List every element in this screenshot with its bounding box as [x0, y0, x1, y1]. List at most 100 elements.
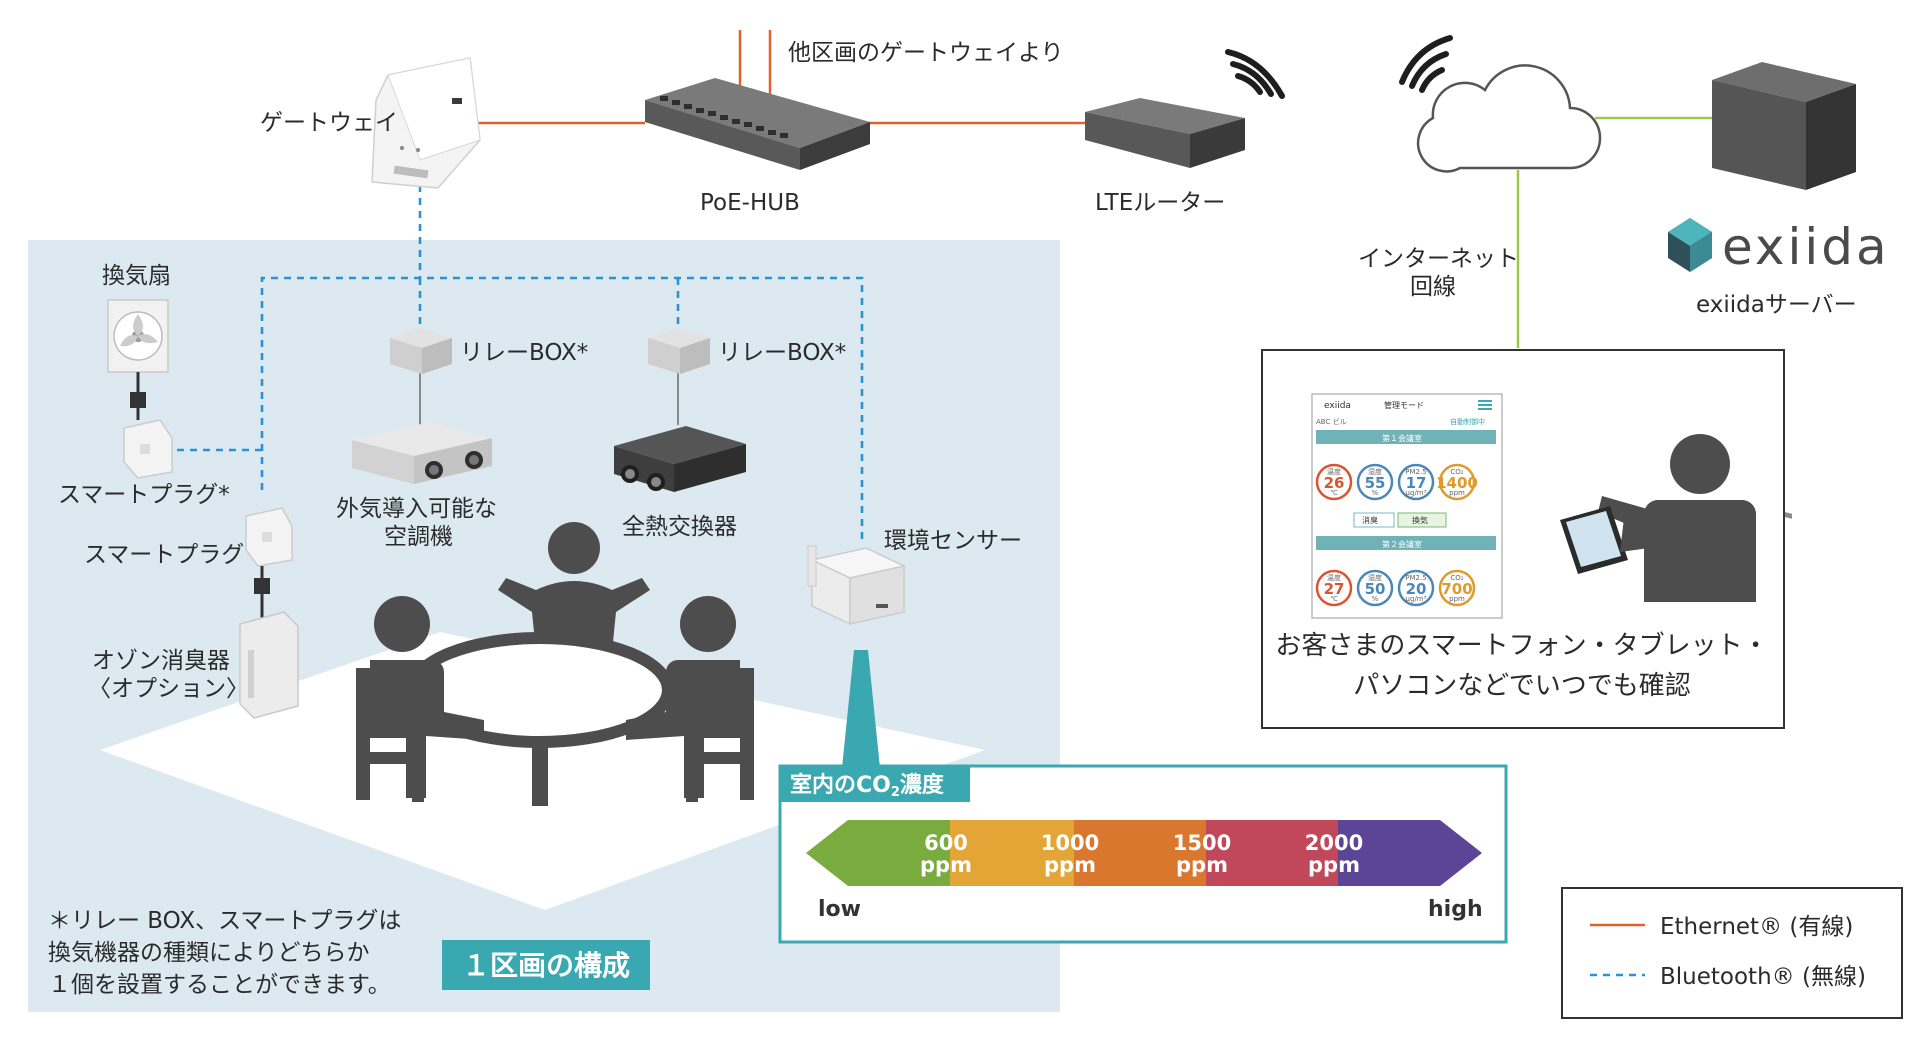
- cloud-wifi-icon: [1399, 35, 1453, 93]
- room1-gauge-label: 温度: [1327, 467, 1341, 476]
- env-sensor-device: [807, 545, 907, 626]
- room2-gauge-value: 700: [1441, 580, 1472, 598]
- relay-box-1-device: [390, 328, 452, 374]
- app-building: ABC ビル: [1316, 417, 1347, 426]
- room2-gauge-unit: ℃: [1330, 595, 1338, 603]
- room2-gauge-label: 湿度: [1368, 573, 1382, 582]
- room2-gauge-ring: [1315, 569, 1353, 607]
- ozone-label-1: オゾン消臭器: [92, 648, 230, 674]
- co2-tick-unit: ppm: [1176, 853, 1228, 877]
- co2-title-bg: [780, 766, 970, 802]
- note-line-3: １個を設置することができます。: [48, 972, 391, 998]
- room1-gauge-ring: [1438, 463, 1476, 501]
- room1-gauge-value: 17: [1406, 474, 1427, 492]
- room2-gauge-ring: [1438, 569, 1476, 607]
- app-screen: exiida 管理モード ABC ビル 自動制御中 第１会議室 温度26℃湿度5…: [1311, 393, 1503, 619]
- internet-lines: [1516, 116, 1715, 348]
- co2-low-label: low: [818, 897, 861, 922]
- server-brand-logo: exiida: [1722, 218, 1890, 276]
- room2-gauge-unit: %: [1372, 595, 1379, 603]
- server-label: exiidaサーバー: [1696, 292, 1857, 318]
- co2-scale-segment: [1338, 820, 1482, 886]
- app-btn-deodorize: 消臭: [1362, 515, 1378, 525]
- room2-gauge-unit: μg/m³: [1406, 595, 1427, 603]
- gateway-device: [371, 57, 481, 189]
- app-room1: 第１会議室: [1382, 433, 1422, 443]
- co2-tick-unit: ppm: [1308, 853, 1360, 877]
- lte-router-label: LTEルーター: [1095, 190, 1225, 216]
- app-auto: 自動制御中: [1450, 417, 1485, 426]
- room1-gauge-label: CO₂: [1450, 468, 1463, 476]
- app-mode: 管理モード: [1384, 400, 1424, 410]
- env-sensor-label: 環境センサー: [884, 528, 1022, 554]
- note-line-2: 換気機器の種類によりどちらか: [48, 940, 370, 966]
- fan-device: [107, 299, 169, 373]
- room1-gauge-ring: [1397, 463, 1435, 501]
- co2-tick-value: 600: [924, 831, 968, 855]
- smart-plug-label: スマートプラグ: [84, 542, 244, 568]
- section-title-bg: [442, 940, 650, 990]
- smart-plug-2-device: [245, 507, 293, 567]
- co2-tick-unit: ppm: [1044, 853, 1096, 877]
- room1-gauge-ring: [1356, 463, 1394, 501]
- co2-scale-segment: [1074, 820, 1206, 886]
- fan-label: 換気扇: [102, 263, 171, 289]
- relay-box-2-device: [648, 328, 710, 374]
- room2-gauge-label: CO₂: [1450, 574, 1463, 582]
- room2-gauge-ring: [1356, 569, 1394, 607]
- co2-tick-value: 1500: [1173, 831, 1231, 855]
- room1-gauge-label: 湿度: [1368, 467, 1382, 476]
- room2-gauge-label: 温度: [1327, 573, 1341, 582]
- internet-line-label-2: 回線: [1410, 274, 1456, 300]
- co2-title: 室内のCO2濃度: [790, 772, 945, 800]
- check-text-1: お客さまのスマートフォン・タブレット・: [1275, 631, 1768, 661]
- room2-gauge-unit: ppm: [1449, 595, 1465, 603]
- co2-callout-pointer: [842, 650, 880, 768]
- section-title: １区画の構成: [462, 949, 630, 982]
- relay-box-1-label: リレーBOX*: [460, 340, 588, 366]
- app-brand: exiida: [1324, 401, 1351, 411]
- ac-unit-label-2: 空調機: [384, 524, 453, 550]
- room1-gauge-unit: μg/m³: [1406, 489, 1427, 497]
- co2-scale-segment: [1206, 820, 1338, 886]
- app-room2: 第２会議室: [1382, 539, 1422, 549]
- room1-gauge-label: PM2.5: [1405, 468, 1426, 476]
- check-text-2: パソコンなどでいつでも確認: [1353, 671, 1690, 701]
- poe-hub-device: [645, 78, 870, 170]
- co2-tick-value: 2000: [1305, 831, 1363, 855]
- legend-bluetooth: Bluetooth® (無線): [1660, 964, 1866, 990]
- exiida-logo-icon: [1668, 218, 1712, 272]
- room1-gauge-unit: %: [1372, 489, 1379, 497]
- ozone-label-2: 〈オプション〉: [88, 676, 249, 702]
- heat-exchanger-label: 全熱交換器: [622, 514, 737, 540]
- co2-scale-segment: [806, 820, 950, 886]
- room2-gauge-value: 27: [1324, 580, 1345, 598]
- smart-plug-1-device: [123, 419, 173, 479]
- app-btn-ventilate: 換気: [1412, 515, 1428, 525]
- internet-line-label-1: インターネット: [1358, 246, 1519, 272]
- legend-ethernet: Ethernet® (有線): [1660, 914, 1853, 940]
- lte-router-device: [1085, 98, 1245, 168]
- from-other-gateway-label: 他区画のゲートウェイより: [788, 40, 1064, 66]
- bluetooth-lines: [172, 185, 864, 540]
- room2-gauge-value: 20: [1406, 580, 1427, 598]
- room1-gauge-value: 55: [1365, 474, 1386, 492]
- co2-tick-value: 1000: [1041, 831, 1099, 855]
- room1-gauge-value: 26: [1324, 474, 1345, 492]
- legend-box: [1561, 887, 1903, 1019]
- smart-plug-star-label: スマートプラグ*: [58, 482, 230, 508]
- note-line-1: ＊リレー BOX、スマートプラグは: [48, 908, 401, 934]
- room2-gauge-value: 50: [1365, 580, 1386, 598]
- room1-gauge-unit: ℃: [1330, 489, 1338, 497]
- room1-gauge-unit: ppm: [1449, 489, 1465, 497]
- heat-exchanger-device: [614, 426, 746, 492]
- ozone-deodorizer-device: [239, 611, 299, 719]
- relay-box-2-label: リレーBOX*: [718, 340, 846, 366]
- ac-unit-device: [352, 422, 492, 484]
- room2-gauge-label: PM2.5: [1405, 574, 1426, 582]
- poe-hub-label: PoE-HUB: [700, 190, 800, 216]
- ac-unit-label-1: 外気導入可能な: [336, 496, 497, 522]
- gateway-label: ゲートウェイ: [260, 110, 398, 136]
